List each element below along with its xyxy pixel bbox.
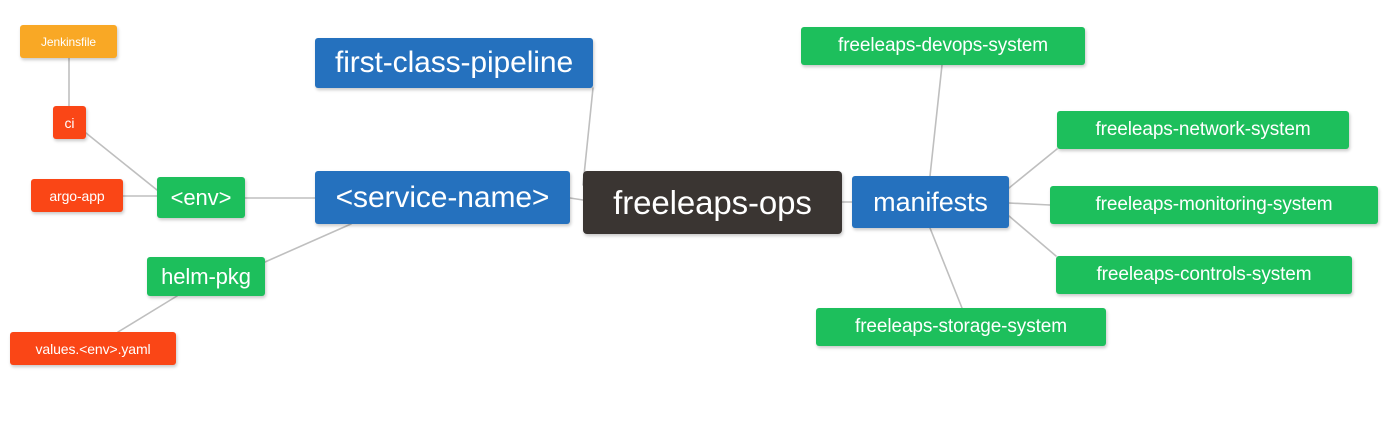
mindmap-node-label: <env> xyxy=(170,184,232,210)
mindmap-node-manifests[interactable]: manifests xyxy=(852,176,1009,228)
mindmap-node-jenkinsfile[interactable]: Jenkinsfile xyxy=(20,25,117,58)
mindmap-node-label: ci xyxy=(64,114,75,131)
mindmap-node-freeleaps-monitoring-system[interactable]: freeleaps-monitoring-system xyxy=(1050,186,1378,224)
mindmap-edge xyxy=(929,64,943,177)
mindmap-edge xyxy=(1008,215,1057,257)
mindmap-node-freeleaps-ops[interactable]: freeleaps-ops xyxy=(583,171,842,234)
mindmap-node-helm-pkg[interactable]: helm-pkg xyxy=(147,257,265,296)
mindmap-node-env[interactable]: <env> xyxy=(157,177,245,218)
mindmap-edge xyxy=(1008,202,1051,206)
mindmap-edge xyxy=(929,227,963,309)
mindmap-node-label: freeleaps-monitoring-system xyxy=(1095,194,1333,215)
mindmap-node-service-name[interactable]: <service-name> xyxy=(315,171,570,224)
mindmap-node-argo-app[interactable]: argo-app xyxy=(31,179,123,212)
mindmap-node-label: freeleaps-ops xyxy=(613,183,812,221)
mindmap-node-freeleaps-network-system[interactable]: freeleaps-network-system xyxy=(1057,111,1349,149)
mindmap-edge xyxy=(569,197,584,201)
mindmap-node-label: manifests xyxy=(873,186,988,217)
mindmap-node-label: argo-app xyxy=(49,187,105,204)
mindmap-edge xyxy=(117,295,178,333)
mindmap-node-label: freeleaps-network-system xyxy=(1095,119,1311,140)
mindmap-node-label: freeleaps-devops-system xyxy=(838,35,1048,56)
mindmap-node-ci[interactable]: ci xyxy=(53,106,86,139)
mindmap-node-label: helm-pkg xyxy=(161,263,251,289)
mindmap-node-label: freeleaps-controls-system xyxy=(1096,264,1312,285)
mindmap-node-first-class-pipeline[interactable]: first-class-pipeline xyxy=(315,38,593,88)
mindmap-node-label: Jenkinsfile xyxy=(41,34,96,49)
mindmap-node-freeleaps-storage-system[interactable]: freeleaps-storage-system xyxy=(816,308,1106,346)
mindmap-node-label: freeleaps-storage-system xyxy=(855,316,1067,337)
mindmap-node-values-env-yaml[interactable]: values.<env>.yaml xyxy=(10,332,176,365)
mindmap-node-freeleaps-controls-system[interactable]: freeleaps-controls-system xyxy=(1056,256,1352,294)
mindmap-node-freeleaps-devops-system[interactable]: freeleaps-devops-system xyxy=(801,27,1085,65)
mindmap-edge xyxy=(264,223,352,263)
mindmap-node-label: first-class-pipeline xyxy=(334,46,574,79)
mindmap-node-label: <service-name> xyxy=(335,180,550,214)
mindmap-node-label: values.<env>.yaml xyxy=(35,340,151,357)
mindmap-edge xyxy=(1008,148,1058,189)
